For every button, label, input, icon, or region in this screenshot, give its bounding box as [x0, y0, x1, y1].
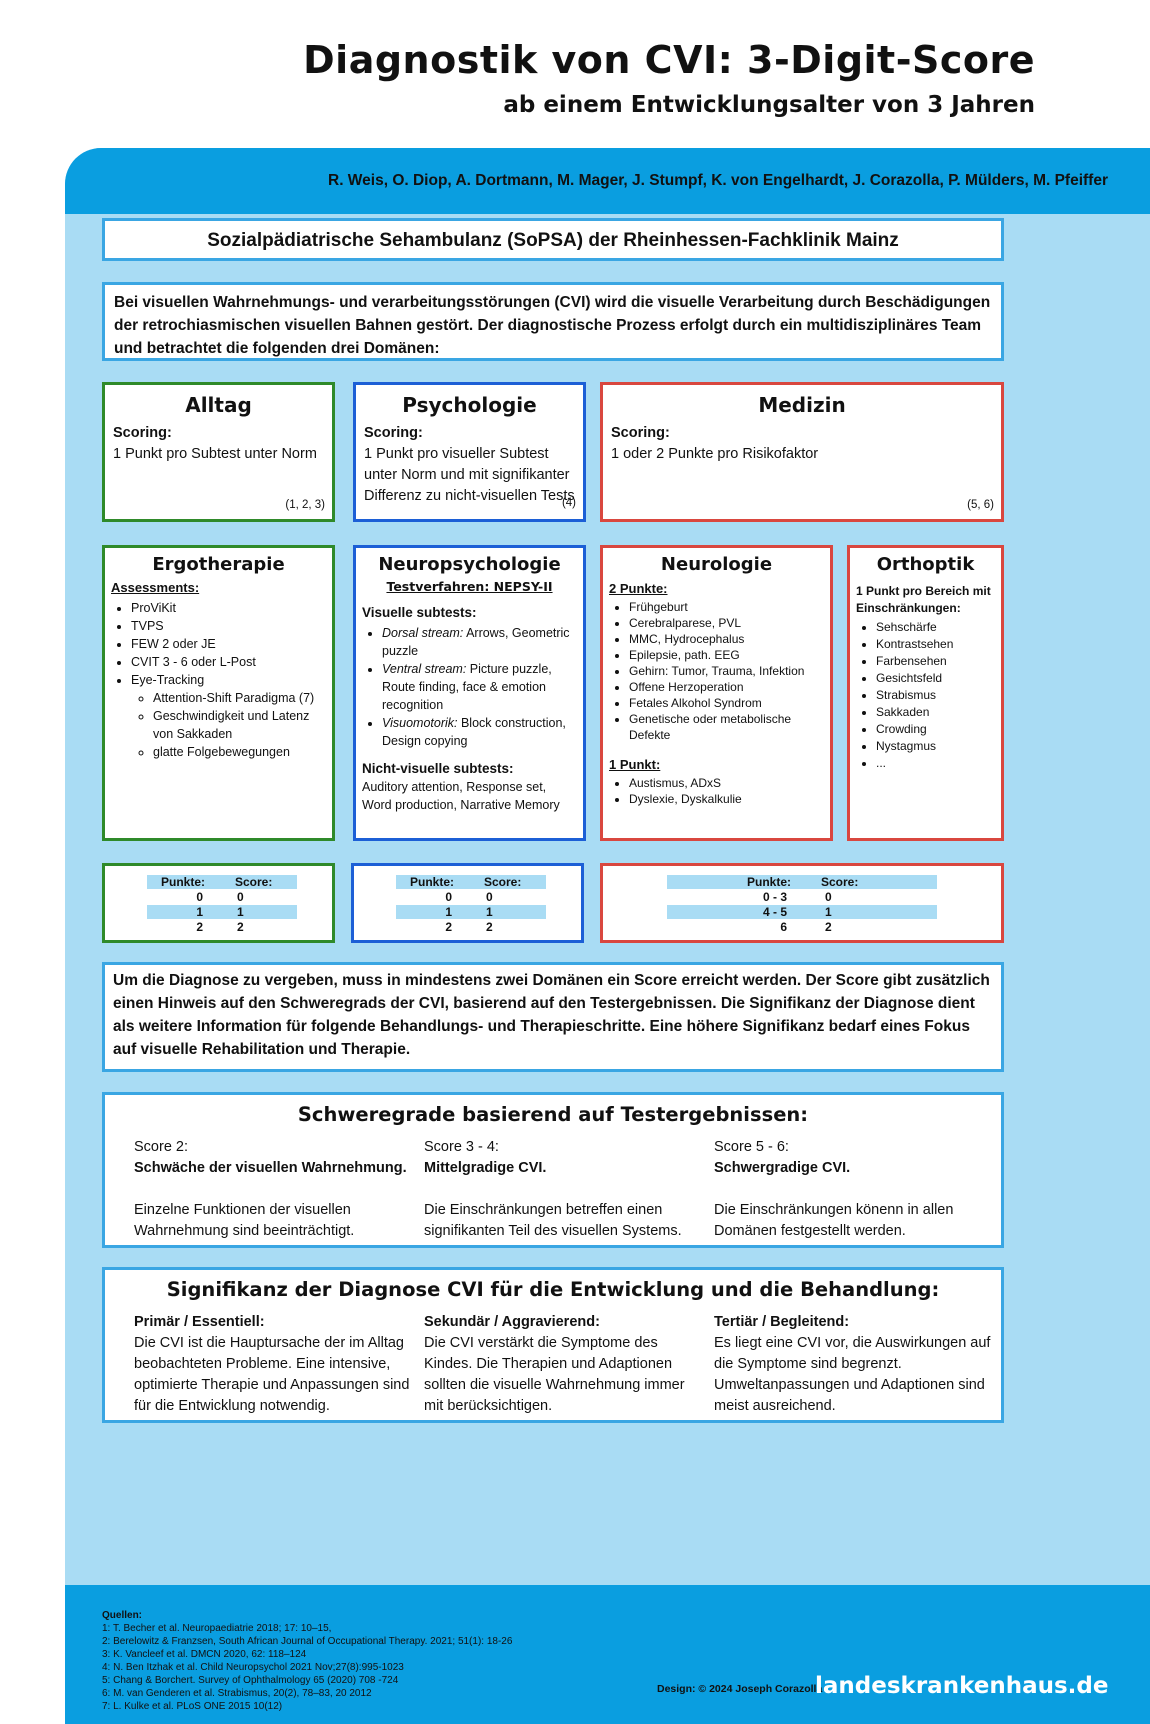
intro-text: Bei visuellen Wahrnehmungs- und verarbei… — [114, 294, 991, 357]
neuropsychologie-title: Neuropsychologie — [378, 554, 561, 575]
assessments-heading: Assessments: — [111, 580, 200, 595]
severity-col-3: Score 5 - 6:Schwergradige CVI.Die Einsch… — [714, 1139, 954, 1239]
list-item: Eye-Tracking Attention-Shift Paradigma (… — [131, 671, 326, 761]
author-band: R. Weis, O. Diop, A. Dortmann, M. Mager,… — [65, 148, 1150, 214]
list-item: Offene Herzoperation — [629, 679, 824, 695]
ergotherapie-box: Ergotherapie Assessments: ProViKit TVPS … — [102, 545, 335, 841]
orthoptik-box: Orthoptik 1 Punkt pro Bereich mit Einsch… — [847, 545, 1004, 841]
brand-link[interactable]: landeskrankenhaus.de — [815, 1673, 1109, 1699]
clinic-box: Sozialpädiatrische Sehambulanz (SoPSA) d… — [102, 218, 1004, 261]
poster-title: Diagnostik von CVI: 3-Digit-Score — [303, 38, 1035, 82]
list-item: Gehirn: Tumor, Trauma, Infektion — [629, 663, 824, 679]
list-item: Strabismus — [876, 687, 995, 704]
list-item: ProViKit — [131, 599, 326, 617]
scoring-text: 1 oder 2 Punkte pro Risikofaktor — [611, 446, 819, 462]
list-item: Epilepsie, path. EEG — [629, 647, 824, 663]
list-item: Farbensehen — [876, 653, 995, 670]
scoring-label: Scoring: — [611, 425, 670, 441]
diagnosis-text: Um die Diagnose zu vergeben, muss in min… — [113, 972, 990, 1058]
significance-col-1: Primär / Essentiell:Die CVI ist die Haup… — [134, 1314, 410, 1414]
list-item: TVPS — [131, 617, 326, 635]
domain-title: Alltag — [185, 393, 252, 417]
source-item: 1: T. Becher et al. Neuropaediatrie 2018… — [102, 1623, 332, 1634]
orthoptik-heading: 1 Punkt pro Bereich mit Einschränkungen: — [856, 584, 991, 615]
scoring-label: Scoring: — [113, 425, 172, 441]
source-item: 7: L. Kulke et al. PLoS ONE 2015 10(12) — [102, 1701, 283, 1712]
list-item: Nystagmus — [876, 738, 995, 755]
severity-title: Schweregrade basierend auf Testergebniss… — [297, 1103, 809, 1126]
authors: R. Weis, O. Diop, A. Dortmann, M. Mager,… — [328, 172, 1108, 189]
orthoptik-title: Orthoptik — [876, 554, 975, 575]
poster-subtitle: ab einem Entwicklungsalter von 3 Jahren — [503, 92, 1035, 118]
source-item: 4: N. Ben Itzhak et al. Child Neuropsych… — [102, 1662, 404, 1673]
sub-list-item: Geschwindigkeit und Latenz von Sakkaden — [153, 707, 326, 743]
footer: Quellen: 1: T. Becher et al. Neuropaedia… — [65, 1585, 1150, 1724]
test-procedure: Testverfahren: NEPSY-II — [386, 579, 553, 594]
list-item: Genetische oder metabolische Defekte — [629, 711, 824, 743]
scoring-text: 1 Punkt pro visueller Subtest unter Norm… — [364, 446, 575, 504]
diagnosis-box: Um die Diagnose zu vergeben, muss in min… — [102, 962, 1004, 1072]
significance-title: Signifikanz der Diagnose CVI für die Ent… — [166, 1278, 940, 1301]
source-item: 3: K. Vancleef et al. DMCN 2020, 62: 118… — [102, 1649, 307, 1660]
severity-col-1: Score 2:Schwäche der visuellen Wahrnehmu… — [134, 1139, 407, 1239]
design-credit: Design: © 2024 Joseph Corazolla — [657, 1683, 823, 1695]
list-item: Gesichtsfeld — [876, 670, 995, 687]
poster-body: R. Weis, O. Diop, A. Dortmann, M. Mager,… — [65, 148, 1150, 1724]
domain-medizin: Medizin Scoring: 1 oder 2 Punkte pro Risi… — [600, 382, 1004, 522]
scoring-label: Scoring: — [364, 425, 423, 441]
scoring-text: 1 Punkt pro Subtest unter Norm — [113, 446, 317, 462]
list-item: Sakkaden — [876, 704, 995, 721]
list-item: Dyslexie, Dyskalkulie — [629, 791, 824, 807]
clinic-name: Sozialpädiatrische Sehambulanz (SoPSA) d… — [207, 230, 899, 251]
domain-title: Psychologie — [402, 393, 537, 417]
list-item: ... — [876, 755, 995, 772]
significance-col-2: Sekundär / Aggravierend:Die CVI verstärk… — [424, 1314, 685, 1414]
severity-box: Schweregrade basierend auf Testergebniss… — [102, 1092, 1004, 1248]
domain-psychologie: Psychologie Scoring: 1 Punkt pro visuelle… — [353, 382, 586, 522]
references: (5, 6) — [967, 499, 994, 511]
source-item: 6: M. van Genderen et al. Strabismus, 20… — [102, 1688, 372, 1699]
list-item: Dorsal stream: Arrows, Geometric puzzle — [382, 624, 577, 660]
list-item: Ventral stream: Picture puzzle, Route fi… — [382, 660, 577, 714]
list-item: CVIT 3 - 6 oder L-Post — [131, 653, 326, 671]
severity-col-2: Score 3 - 4:Mittelgradige CVI.Die Einsch… — [424, 1139, 682, 1239]
neurologie-box: Neurologie 2 Punkte: Frühgeburt Cerebral… — [600, 545, 833, 841]
references: (4) — [561, 497, 576, 509]
nonvisual-subtests-text: Auditory attention, Response set, Word p… — [362, 780, 560, 812]
significance-box: Signifikanz der Diagnose CVI für die Ent… — [102, 1267, 1004, 1423]
intro-box: Bei visuellen Wahrnehmungs- und verarbei… — [102, 282, 1004, 361]
list-item: MMC, Hydrocephalus — [629, 631, 824, 647]
list-item: Cerebralparese, PVL — [629, 615, 824, 631]
list-item: Frühgeburt — [629, 599, 824, 615]
list-item: Kontrastsehen — [876, 636, 995, 653]
sub-list-item: glatte Folgebewegungen — [153, 743, 326, 761]
sources: Quellen: 1: T. Becher et al. Neuropaedia… — [102, 1609, 512, 1713]
list-item: Austismus, ADxS — [629, 775, 824, 791]
list-item: Fetales Alkohol Syndrom — [629, 695, 824, 711]
list-item: Sehschärfe — [876, 619, 995, 636]
list-item: Crowding — [876, 721, 995, 738]
references: (1, 2, 3) — [285, 499, 325, 511]
significance-col-3: Tertiär / Begleitend:Es liegt eine CVI v… — [714, 1314, 991, 1414]
two-points-heading: 2 Punkte: — [609, 581, 668, 596]
neurologie-title: Neurologie — [660, 554, 773, 575]
source-item: 2: Berelowitz & Franzsen, South African … — [102, 1636, 513, 1647]
nonvisual-subtests-heading: Nicht-visuelle subtests: — [362, 761, 514, 776]
ergotherapie-title: Ergotherapie — [152, 554, 285, 575]
domain-title: Medizin — [758, 393, 846, 417]
sources-heading: Quellen: — [102, 1610, 143, 1621]
list-item: Visuomotorik: Block construction, Design… — [382, 714, 577, 750]
domain-alltag: Alltag Scoring: 1 Punkt pro Subtest unter… — [102, 382, 335, 522]
list-item: FEW 2 oder JE — [131, 635, 326, 653]
visual-subtests-heading: Visuelle subtests: — [362, 605, 477, 620]
sub-list-item: Attention-Shift Paradigma (7) — [153, 689, 326, 707]
one-point-heading: 1 Punkt: — [609, 757, 661, 772]
neuropsychologie-box: Neuropsychologie Testverfahren: NEPSY-II… — [353, 545, 586, 841]
source-item: 5: Chang & Borchert. Survey of Ophthalmo… — [102, 1675, 399, 1686]
